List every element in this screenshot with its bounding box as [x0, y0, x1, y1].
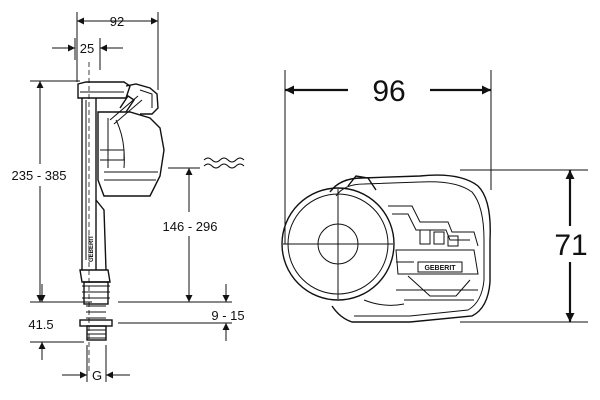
brand-text-side: GEBERIT	[89, 235, 95, 262]
dim-bottom-gap: 9 - 15	[118, 284, 245, 341]
dim-thread-size-label: G	[92, 368, 102, 383]
dim-height: 71	[460, 169, 588, 323]
dim-height-range: 235 - 385	[12, 80, 92, 303]
water-level-icon	[203, 157, 245, 169]
fill-valve-body: GEBERIT	[77, 62, 165, 372]
dim-offset-label: 25	[80, 41, 94, 56]
dim-water-level: 146 - 296	[140, 167, 218, 303]
dim-thread-size: G	[62, 345, 130, 383]
dim-width-label: 96	[372, 75, 405, 108]
dim-height-range-label: 235 - 385	[12, 168, 67, 183]
dim-thread-length: 41.5	[28, 284, 84, 360]
dim-height-label: 71	[554, 229, 587, 262]
dim-water-level-label: 146 - 296	[163, 219, 218, 234]
dim-thread-length-label: 41.5	[28, 317, 53, 332]
top-view: 96 71	[281, 70, 588, 323]
side-view: 92 25 235 - 385 146 - 296	[12, 12, 245, 383]
dim-width: 96	[284, 70, 492, 244]
dim-offset: 25	[52, 38, 123, 70]
fill-valve-top-body: GEBERIT	[281, 174, 491, 323]
dim-bottom-gap-label: 9 - 15	[211, 308, 244, 323]
brand-text-top: GEBERIT	[424, 265, 456, 272]
dim-top-width-label: 92	[110, 14, 124, 29]
dim-top-width: 92	[76, 12, 159, 90]
